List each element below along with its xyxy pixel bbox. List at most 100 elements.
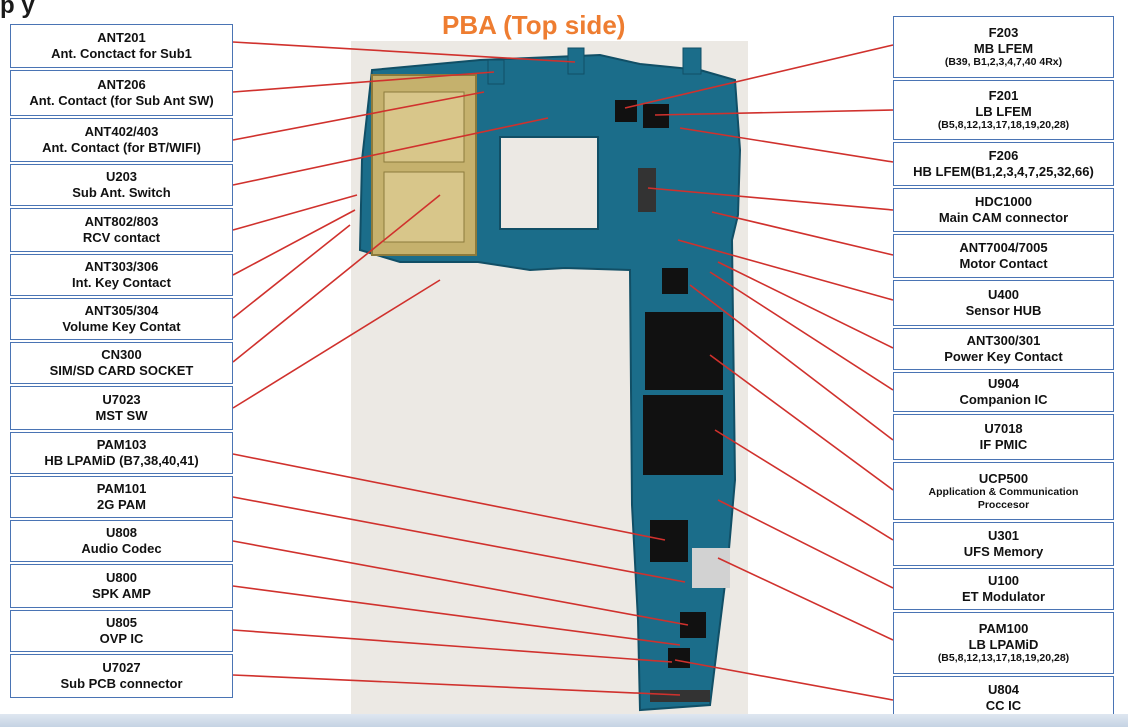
label-desc: 2G PAM [97, 497, 146, 512]
leader-u805 [232, 629, 673, 663]
label-id: F201 [988, 88, 1019, 104]
chip-u400 [662, 268, 688, 294]
label-id: U7027 [102, 660, 141, 676]
leader-ant303 [232, 209, 356, 276]
leader-u301 [714, 429, 894, 541]
label-bands: (B39, B1,2,3,4,7,40 4Rx) [944, 56, 1063, 69]
chip-ufs [643, 395, 723, 475]
label-desc: Int. Key Contact [72, 275, 171, 290]
label-id: U904 [987, 376, 1020, 392]
label-id: PAM101 [96, 481, 147, 497]
chip-ucp500 [645, 312, 723, 390]
label-desc: Motor Contact [959, 256, 1048, 271]
label-desc: Main CAM connector [938, 210, 1069, 225]
label-id: U808 [105, 525, 138, 541]
label-desc: OVP IC [99, 631, 144, 646]
label-bands: (B5,8,12,13,17,18,19,20,28) [937, 652, 1070, 665]
diagram-title: PBA (Top side) [442, 10, 626, 40]
label-desc: Ant. Contact (for BT/WIFI) [42, 140, 201, 155]
leader-pam100 [717, 557, 894, 641]
leader-u100 [717, 499, 894, 589]
pcb-cutout [499, 136, 599, 230]
label-desc: SIM/SD CARD SOCKET [49, 363, 194, 378]
label-bands: (B5,8,12,13,17,18,19,20,28) [937, 119, 1070, 132]
leader-u203 [232, 117, 549, 186]
label-desc: Sensor HUB [965, 303, 1042, 318]
leader-ant802 [232, 194, 358, 231]
label-id: ANT303/306 [84, 259, 159, 275]
label-id: U400 [987, 287, 1020, 303]
label-id: ANT300/301 [966, 333, 1041, 349]
label-id: ANT402/403 [84, 124, 159, 140]
leader-lines [232, 41, 894, 701]
chip-f201 [643, 104, 669, 128]
chip-f203 [615, 100, 637, 122]
leader-f206 [679, 127, 894, 163]
label-id: U804 [987, 682, 1020, 698]
label-id: ANT7004/7005 [959, 240, 1048, 256]
label-id: U301 [987, 528, 1020, 544]
leader-hdc1000 [647, 187, 894, 211]
label-desc: Sub Ant. Switch [72, 185, 171, 200]
label-id: U203 [105, 169, 138, 185]
leader-ant300 [717, 261, 894, 349]
label-desc: HB LFEM(B1,2,3,4,7,25,32,66) [913, 164, 1094, 179]
chip-pam103 [650, 520, 688, 562]
leader-u7018 [689, 284, 894, 441]
leader-cn300 [232, 194, 441, 363]
leader-u7023 [232, 279, 441, 409]
leader-u804 [674, 659, 894, 701]
slide-footer-bar [0, 714, 1128, 727]
leader-f203 [624, 44, 894, 109]
label-desc: MST SW [95, 408, 148, 423]
label-desc: LB LFEM [975, 103, 1032, 119]
label-id: ANT206 [97, 77, 146, 93]
leader-u808 [232, 540, 689, 626]
label-id: F203 [988, 25, 1019, 41]
label-desc-2: Proccesor [977, 498, 1030, 511]
label-desc: LB LPAMiD [968, 636, 1039, 652]
label-desc: RCV contact [82, 230, 161, 245]
leader-ant7004 [711, 211, 894, 256]
leader-ant201 [232, 41, 576, 63]
leader-ant402 [232, 91, 485, 141]
leader-ant305 [232, 224, 351, 319]
label-desc: Companion IC [959, 392, 1048, 407]
label-desc: Ant. Contact (for Sub Ant SW) [29, 93, 214, 108]
leader-ucp500 [709, 354, 894, 491]
label-id: ANT201 [97, 30, 146, 46]
chip-u805 [668, 648, 690, 668]
label-id: U7023 [102, 392, 141, 408]
leader-pam101 [232, 496, 686, 583]
leader-ant206 [232, 71, 495, 93]
label-desc: IF PMIC [979, 437, 1028, 452]
label-id: ANT305/304 [84, 303, 159, 319]
leader-u7027 [232, 674, 681, 696]
label-desc: MB LFEM [973, 40, 1034, 56]
leader-f201 [654, 109, 894, 116]
label-id: HDC1000 [974, 194, 1033, 210]
